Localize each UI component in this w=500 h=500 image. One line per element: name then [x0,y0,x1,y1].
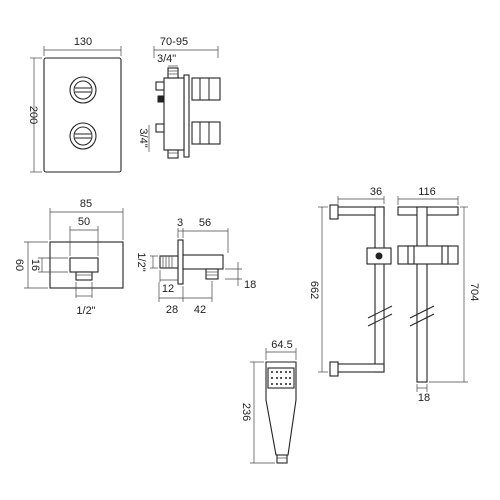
elbow-thread-label: 1/2" [76,305,95,317]
rail-bar-label: 18 [418,392,430,404]
valve-inlet-top-label: 3/4" [157,53,176,65]
valve-handle-bottom [69,122,97,150]
elbow-base-left-label: 28 [166,304,178,316]
elbow-outlet-height-label: 18 [244,279,256,291]
elbow-side-outlet [205,268,219,280]
valve-top-inlet [167,67,179,79]
valve-side-handle-top [191,77,221,101]
elbow-front-view: 85 50 60 16 1/2" [13,198,124,317]
elbow-side-plate [177,239,184,285]
elbow-thread-left-label: 1/2" [135,252,147,271]
valve-width-label: 130 [74,36,92,48]
elbow-length-label: 56 [199,217,211,229]
valve-front-view: 130 200 [27,36,122,173]
elbow-width-outer-label: 85 [80,198,92,210]
elbow-height-inner-label: 16 [29,259,41,271]
elbow-base-right-label: 42 [194,304,206,316]
handset-nozzles [271,371,291,385]
valve-plate [43,57,122,173]
rail-length-alt-label: 704 [468,283,480,301]
elbow-offset-label: 12 [162,283,174,295]
rail-front-view: 116 704 18 [397,186,480,404]
elbow-side-view: 3 56 1/2" 18 12 28 42 [135,217,256,316]
handset-length-label: 236 [240,403,252,421]
valve-handle-top [69,76,97,104]
rail-depth-label: 36 [370,186,382,198]
handset-view: 64.5 236 [240,339,297,464]
valve-bottom-inlet [167,149,179,159]
elbow-height-outer-label: 60 [13,259,25,271]
elbow-front-outlet [69,257,99,273]
elbow-width-inner-label: 50 [78,216,90,228]
rail-width-label: 116 [418,186,436,198]
valve-side-plate [183,74,190,158]
handset-width-label: 64.5 [271,339,292,351]
valve-side-handle-bottom [191,121,221,145]
valve-depth-label: 70-95 [160,36,188,48]
elbow-side-body [182,254,224,270]
elbow-plate-label: 3 [177,217,183,229]
rail-front-bar [416,206,428,383]
rail-length-label: 662 [308,281,320,299]
valve-inlet-bottom-label: 3/4" [137,128,149,147]
rail-front-slider [397,245,459,265]
valve-height-label: 200 [27,106,39,124]
valve-side-body [163,77,185,151]
rail-side-view: 36 662 [308,186,393,377]
rail-side-bar [374,206,385,373]
valve-side-view: 70-95 3/4" 3/4" [137,36,221,159]
